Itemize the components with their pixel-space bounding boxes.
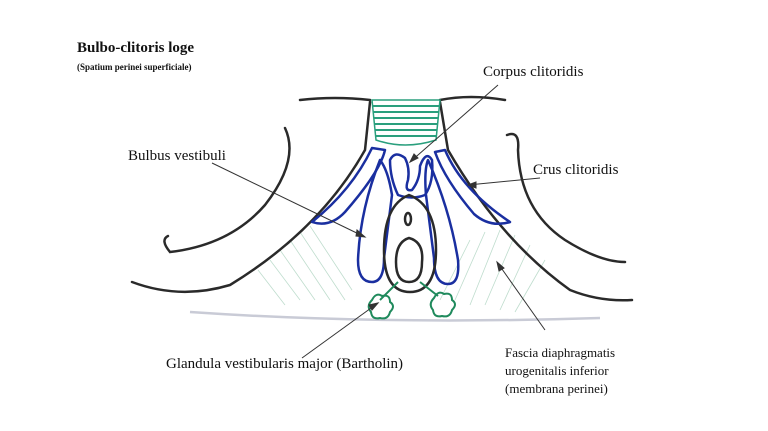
- label-fascia-line2: urogenitalis inferior: [505, 363, 609, 378]
- body-outline: [130, 95, 634, 302]
- label-corpus-clitoridis: Corpus clitoridis: [483, 64, 584, 80]
- corpus-clitoridis-shape: [371, 99, 441, 146]
- label-crus-clitoridis: Crus clitoridis: [533, 162, 619, 178]
- vestibule: [382, 193, 438, 294]
- label-bulbus-vestibuli: Bulbus vestibuli: [128, 148, 226, 164]
- label-fascia-line1: Fascia diaphragmatis: [505, 345, 616, 360]
- diagram-title: Bulbo-clitoris loge: [77, 40, 195, 56]
- bartholin-glands: [367, 281, 456, 320]
- membrana-perinei-line: [189, 310, 601, 322]
- label-fascia-line3: (membrana perinei): [505, 381, 608, 396]
- fascia-hatching: [257, 225, 546, 313]
- diagram-subtitle: (Spatium perinei superficiale): [77, 62, 192, 72]
- leader-lines: [211, 84, 546, 359]
- label-glandula-vestibularis: Glandula vestibularis major (Bartholin): [166, 356, 404, 372]
- bulbus-vestibuli-shape: [310, 146, 512, 286]
